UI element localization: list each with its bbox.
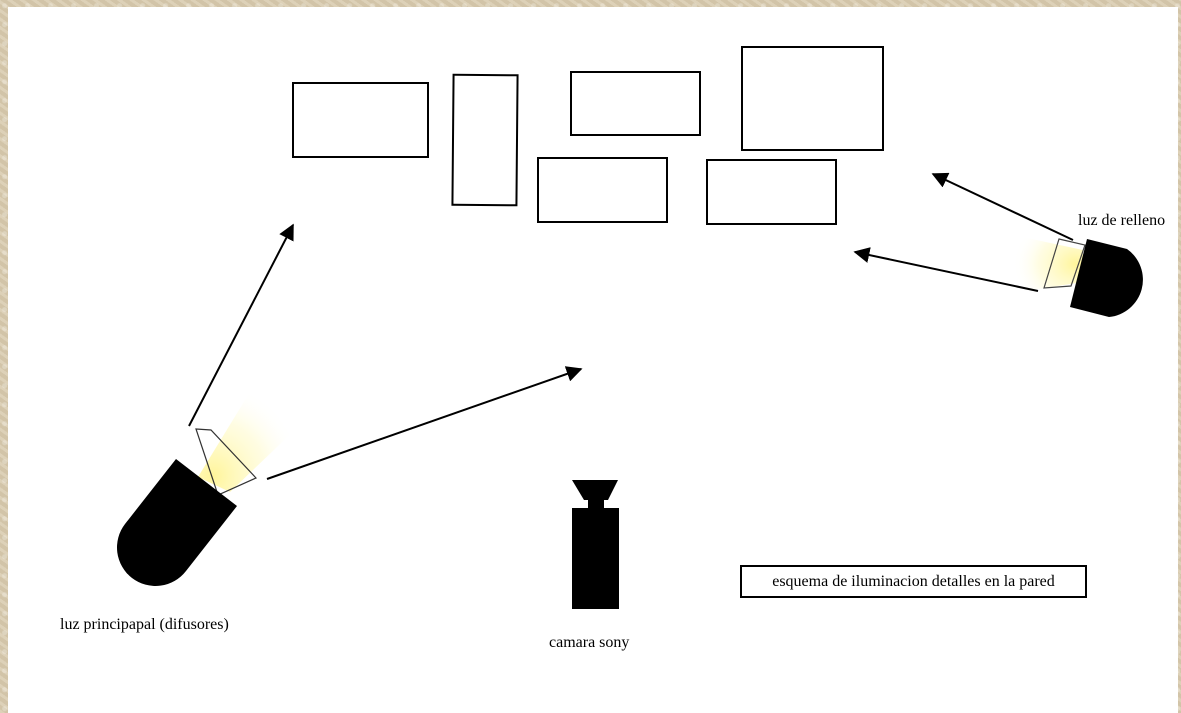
fill-light-arrow-2 xyxy=(853,247,1039,292)
fill-light-arrow-1 xyxy=(931,172,1074,241)
fill-light-beam xyxy=(1013,235,1083,293)
key-light-arrow-2 xyxy=(266,366,583,480)
caption-box: esquema de iluminacion detalles en la pa… xyxy=(740,565,1087,598)
key-light-beam xyxy=(198,387,298,492)
caption-text: esquema de iluminacion detalles en la pa… xyxy=(772,572,1055,590)
key-light-arrow-1 xyxy=(188,223,294,427)
spotlight-icon xyxy=(1070,239,1143,317)
diagram-canvas: luz principapal (difusores) luz de relle… xyxy=(8,7,1178,713)
camera-label: camara sony xyxy=(549,634,630,651)
wall-frame xyxy=(570,71,701,136)
wall-frame xyxy=(741,46,884,151)
lighting-diagram xyxy=(116,46,1143,609)
key-light-label: luz principapal (difusores) xyxy=(60,616,229,633)
wall-frame xyxy=(292,82,429,158)
key-light-barndoor xyxy=(195,428,258,496)
camera-neck xyxy=(588,499,604,509)
wall-frame xyxy=(706,159,837,225)
wall-frame xyxy=(537,157,668,223)
camera xyxy=(572,480,619,609)
wall-frame xyxy=(451,73,519,207)
fill-light xyxy=(1013,235,1143,317)
video-camera-icon xyxy=(572,480,618,500)
spotlight-icon xyxy=(116,459,237,587)
fill-light-barndoor xyxy=(1043,238,1086,289)
camera-body xyxy=(572,508,619,609)
fill-light-label: luz de relleno xyxy=(1078,212,1166,229)
key-light xyxy=(116,387,298,587)
